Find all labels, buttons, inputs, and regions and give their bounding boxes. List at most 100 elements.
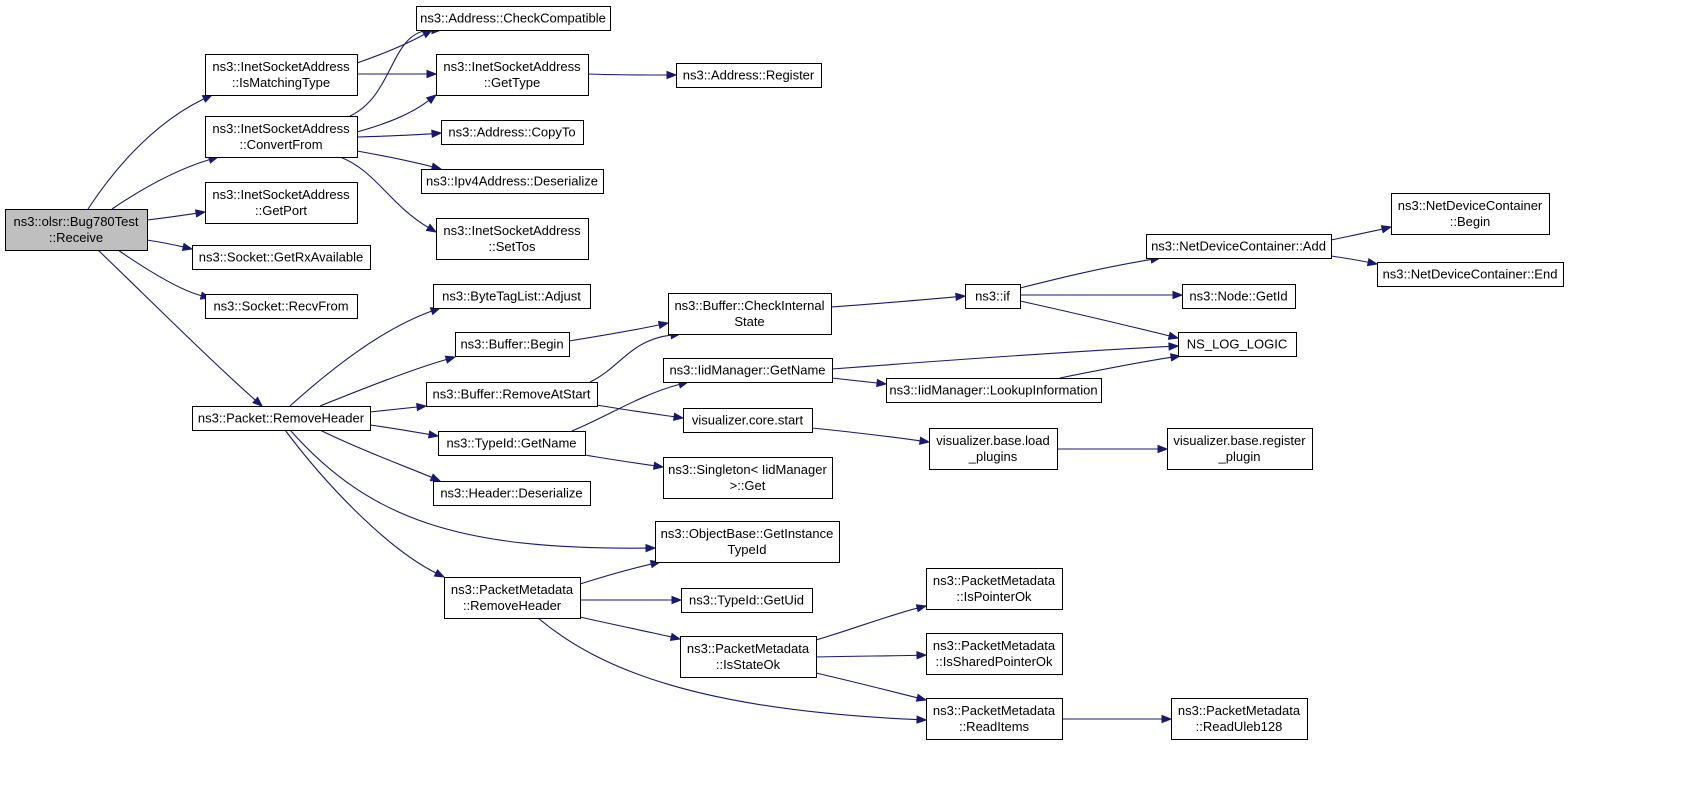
node-ndcadd[interactable]: ns3::NetDeviceContainer::Add [1146,234,1332,259]
edge-root-to-getport [146,209,207,221]
node-readuleb[interactable]: ns3::PacketMetadata::ReadUleb128 [1171,698,1308,740]
node-box [668,293,832,335]
node-bufbegin[interactable]: ns3::Buffer::Begin [455,332,570,357]
arrowhead-icon [426,69,438,79]
edge-root-to-ismatching [87,94,214,210]
node-box [663,358,833,383]
node-ndcbegin[interactable]: ns3::NetDeviceContainer::Begin [1391,193,1550,235]
node-lookup[interactable]: ns3::IidManager::LookupInformation [886,378,1102,403]
node-vizstart[interactable]: visualizer.core.start [683,408,813,433]
node-label: ::RemoveHeader [463,598,562,613]
edge-ndcadd-to-ndcbegin [1330,225,1393,241]
edge-root-to-getrx [146,239,194,251]
node-label: ::ReadUleb128 [1196,719,1283,734]
node-label: ns3::Buffer::Begin [460,337,563,352]
node-typeidgetname[interactable]: ns3::TypeId::GetName [438,431,586,456]
node-ndcend[interactable]: ns3::NetDeviceContainer::End [1377,262,1564,287]
node-pmremoveheader[interactable]: ns3::PacketMetadata::RemoveHeader [444,577,581,619]
node-box [965,284,1021,309]
node-label: ::GetPort [255,203,307,218]
node-copyto[interactable]: ns3::Address::CopyTo [441,120,584,145]
node-box [680,636,817,678]
edge-nsif-to-nodegetid [1020,290,1184,300]
node-label: >::Get [730,478,766,493]
arrowhead-icon [1169,353,1182,362]
edge-lookup-to-nslog [1059,353,1182,379]
node-getrx[interactable]: ns3::Socket::GetRxAvailable [192,245,371,270]
node-pktremoveheader[interactable]: ns3::Packet::RemoveHeader [192,406,371,431]
node-nodegetid[interactable]: ns3::Node::GetId [1182,284,1296,309]
edge-ismatching-to-checkcompat [356,29,434,64]
node-label: ns3::Buffer::RemoveAtStart [433,387,591,402]
edge-removeatstart-to-vizstart [596,404,685,421]
node-label: ns3::Socket::GetRxAvailable [199,250,364,265]
node-ipv4deser[interactable]: ns3::Ipv4Address::Deserialize [421,169,604,194]
node-loadplugins[interactable]: visualizer.base.load_plugins [929,428,1058,470]
arrowhead-icon [657,320,670,330]
node-label: visualizer.base.register [1173,433,1306,448]
node-checkcompat[interactable]: ns3::Address::CheckCompatible [416,6,611,31]
node-label: ns3::InetSocketAddress [212,187,350,202]
node-box [416,6,611,31]
edge-pmremoveheader-to-readitems [537,617,928,724]
node-label: ::IsMatchingType [232,75,330,90]
node-nslog[interactable]: NS_LOG_LOGIC [1178,332,1297,357]
node-ispointerok[interactable]: ns3::PacketMetadata::IsPointerOk [926,568,1063,610]
node-label: ns3::Buffer::CheckInternal [674,298,824,313]
arrowhead-icon [669,632,682,641]
node-label: ns3::NetDeviceContainer [1398,198,1543,213]
node-label: _plugin [1218,449,1261,464]
node-label: ns3::ObjectBase::GetInstance [661,526,834,541]
node-box [192,245,371,270]
node-nsif[interactable]: ns3::if [965,284,1021,309]
node-root[interactable]: ns3::olsr::Bug780Test::Receive [5,209,148,251]
node-label: ns3::PacketMetadata [933,573,1056,588]
node-readitems[interactable]: ns3::PacketMetadata::ReadItems [926,698,1063,740]
node-label: visualizer.base.load [936,433,1049,448]
node-label: ::SetTos [489,239,536,254]
node-singleton[interactable]: ns3::Singleton< IidManager>::Get [663,457,833,499]
arrowhead-icon [652,461,665,470]
arrowhead-icon [1157,444,1169,454]
arrowhead-icon [252,396,264,407]
node-issharedok[interactable]: ns3::PacketMetadata::IsSharedPointerOk [926,633,1063,675]
arrowhead-icon [1168,342,1180,351]
arrowhead-icon [425,94,438,105]
node-label: ns3::Address::CopyTo [448,125,575,140]
node-box [926,633,1063,675]
node-iidgetname[interactable]: ns3::IidManager::GetName [663,358,833,383]
arrowhead-icon [916,651,928,660]
arrowhead-icon [1161,714,1173,724]
arrowhead-icon [181,242,194,251]
node-box [205,116,358,158]
node-label: ns3::ByteTagList::Adjust [442,289,581,304]
node-recvfrom[interactable]: ns3::Socket::RecvFrom [205,294,358,319]
node-settos[interactable]: ns3::InetSocketAddress::SetTos [436,218,589,260]
arrowhead-icon [919,436,931,445]
arrowhead-icon [666,70,678,80]
arrowhead-icon [915,693,928,702]
node-getport[interactable]: ns3::InetSocketAddress::GetPort [205,182,358,224]
node-ismatching[interactable]: ns3::InetSocketAddress::IsMatchingType [205,54,358,96]
arrowhead-icon [955,292,967,302]
node-label: ns3::if [975,289,1010,304]
node-gettype[interactable]: ns3::InetSocketAddress::GetType [436,54,589,96]
node-convertfrom[interactable]: ns3::InetSocketAddress::ConvertFrom [205,116,358,158]
edge-isstateok-to-readitems [815,672,928,702]
node-label: ns3::InetSocketAddress [443,59,581,74]
arrowhead-icon [1167,331,1180,340]
node-label: ns3::InetSocketAddress [212,59,350,74]
edge-pktremoveheader-to-typeidgetname [369,424,440,439]
node-regplugin[interactable]: visualizer.base.register_plugin [1167,428,1313,470]
arrowhead-icon [425,223,438,233]
node-adjust[interactable]: ns3::ByteTagList::Adjust [433,284,591,309]
node-label: visualizer.core.start [692,413,804,428]
node-headerdeser[interactable]: ns3::Header::Deserialize [433,481,591,506]
node-removeatstart[interactable]: ns3::Buffer::RemoveAtStart [426,382,598,407]
node-isstateok[interactable]: ns3::PacketMetadata::IsStateOk [680,636,817,678]
node-getuid[interactable]: ns3::TypeId::GetUid [681,588,813,613]
node-register[interactable]: ns3::Address::Register [676,63,822,88]
arrowhead-icon [672,412,685,421]
